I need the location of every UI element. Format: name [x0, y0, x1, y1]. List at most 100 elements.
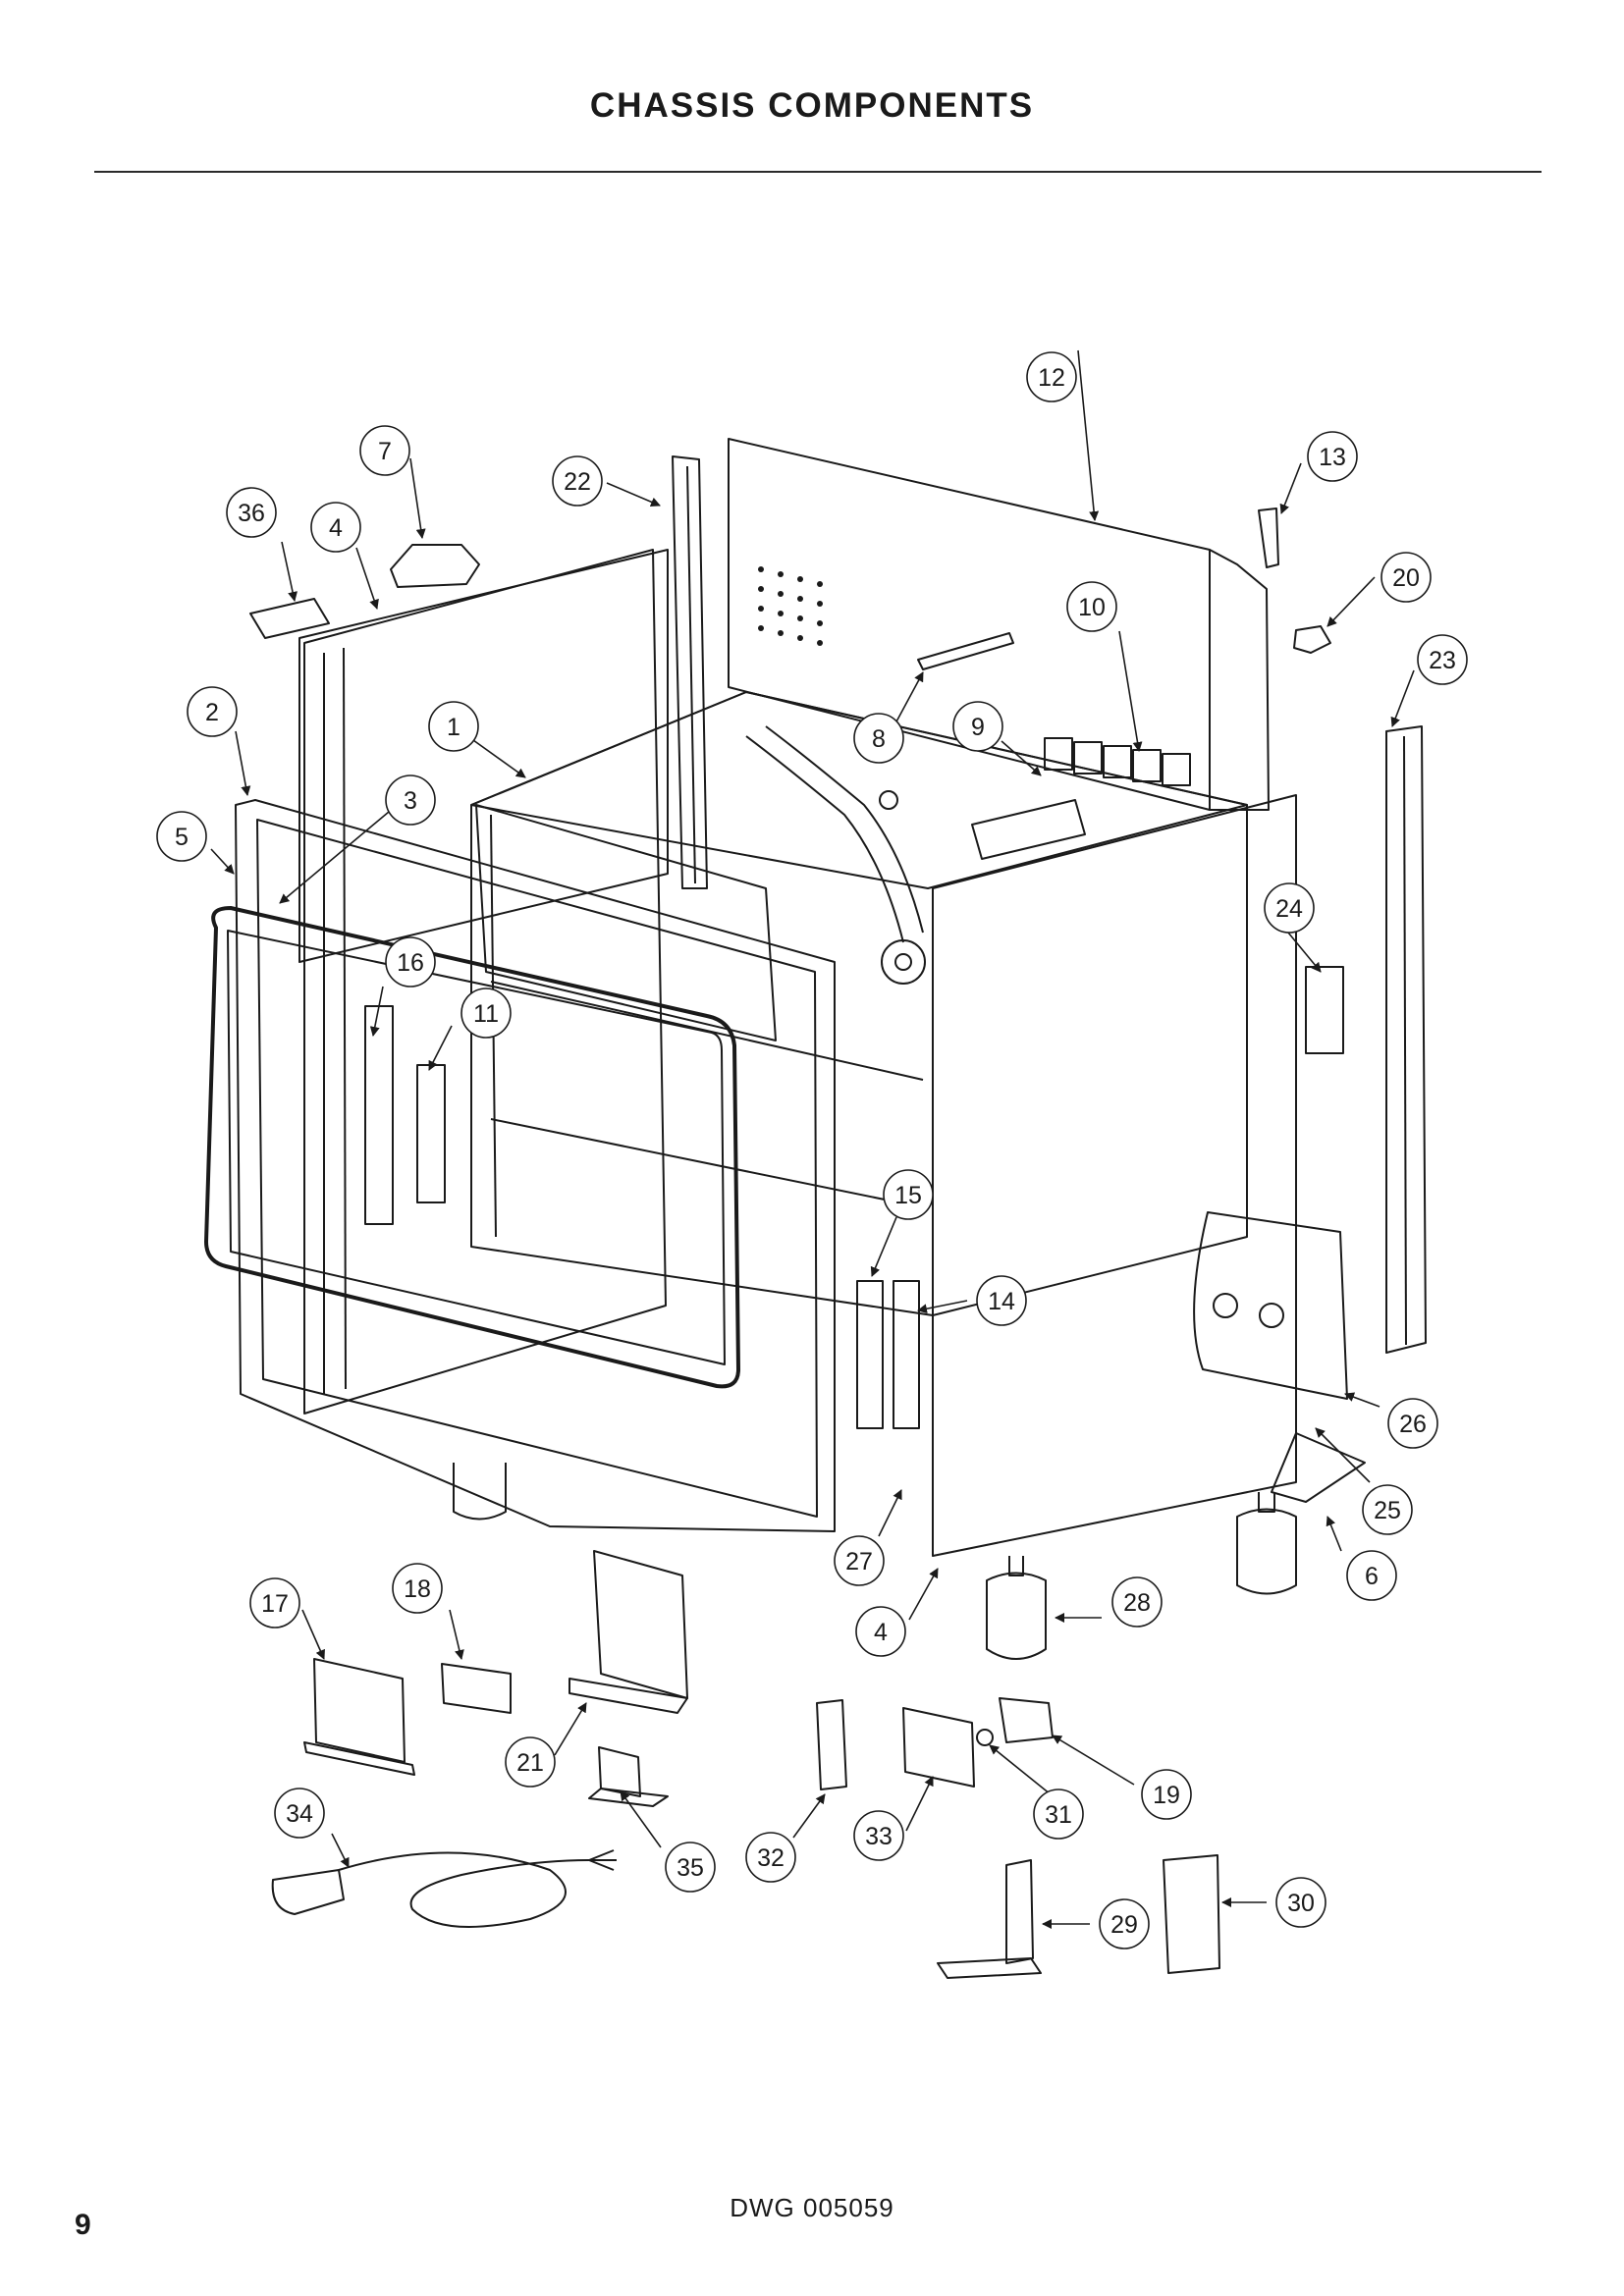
callout-17: 17: [249, 1577, 300, 1629]
foot-28: [986, 1572, 1047, 1660]
terminal-block: [971, 799, 1086, 860]
base-tray: [1271, 1432, 1366, 1503]
right-upright: [1385, 725, 1427, 1354]
callout-4: 4: [310, 502, 361, 553]
bracket-35: [598, 1746, 641, 1797]
callout-10: 10: [1066, 581, 1117, 632]
callout-8: 8: [853, 713, 904, 764]
callout-2: 2: [187, 686, 238, 737]
drawing-number: DWG 005059: [730, 2193, 894, 2222]
callout-36: 36: [226, 487, 277, 538]
svg-text:20: 20: [1392, 564, 1420, 592]
svg-text:23: 23: [1429, 647, 1456, 674]
svg-text:29: 29: [1110, 1911, 1138, 1939]
relay-19: [999, 1697, 1054, 1743]
callout-31: 31: [1033, 1789, 1084, 1840]
svg-text:34: 34: [286, 1800, 313, 1828]
svg-text:2: 2: [205, 699, 219, 726]
callout-15: 15: [883, 1169, 934, 1220]
right-side-panel: [932, 794, 1297, 1557]
callout-24: 24: [1264, 882, 1315, 934]
callout-4-lower: 4: [855, 1606, 906, 1657]
svg-text:30: 30: [1287, 1890, 1315, 1917]
svg-text:14: 14: [988, 1288, 1015, 1315]
plug: [271, 1869, 345, 1915]
svg-text:25: 25: [1374, 1497, 1401, 1524]
callout-3: 3: [385, 774, 436, 826]
top-plate: [470, 691, 1248, 889]
callout-12: 12: [1026, 351, 1077, 402]
power-cord: [338, 1851, 590, 1928]
svg-text:4: 4: [874, 1619, 888, 1646]
callout-35: 35: [665, 1842, 716, 1893]
door-gasket: [204, 906, 740, 1389]
bracket-17: [313, 1658, 406, 1763]
callout-7: 7: [359, 425, 410, 476]
callout-26: 26: [1387, 1398, 1438, 1449]
svg-text:5: 5: [175, 824, 189, 851]
callout-1: 1: [428, 701, 479, 752]
callout-25: 25: [1362, 1484, 1413, 1535]
element-bracket: [390, 544, 480, 588]
callout-16: 16: [385, 936, 436, 988]
svg-text:13: 13: [1319, 444, 1346, 471]
callout-11: 11: [460, 988, 512, 1039]
svg-text:11: 11: [473, 1000, 499, 1028]
callout-21: 21: [505, 1736, 556, 1788]
svg-text:27: 27: [845, 1548, 873, 1575]
callout-22: 22: [552, 455, 603, 507]
callout-14: 14: [976, 1275, 1027, 1326]
plate-33: [902, 1707, 975, 1788]
svg-text:10: 10: [1078, 594, 1106, 621]
svg-text:24: 24: [1275, 895, 1303, 923]
inner-frame: [475, 804, 777, 1041]
svg-text:9: 9: [971, 714, 985, 741]
svg-text:28: 28: [1123, 1589, 1151, 1617]
callout-18: 18: [392, 1563, 443, 1614]
svg-text:35: 35: [677, 1854, 704, 1882]
callout-23: 23: [1417, 634, 1468, 685]
svg-text:36: 36: [238, 500, 265, 527]
top-left-panel: [298, 549, 669, 963]
callout-30: 30: [1275, 1877, 1326, 1928]
callout-28: 28: [1111, 1576, 1163, 1628]
hinge-plate: [364, 1005, 394, 1225]
callout-13: 13: [1307, 431, 1358, 482]
vent-holes: [758, 566, 823, 646]
svg-text:16: 16: [397, 949, 424, 977]
relay-group: [1044, 737, 1191, 786]
switch-32: [816, 1699, 847, 1790]
svg-text:19: 19: [1153, 1782, 1180, 1809]
svg-text:15: 15: [894, 1182, 922, 1209]
callout-33: 33: [853, 1810, 904, 1861]
nut-31: [976, 1729, 994, 1746]
rear-panel-flange: [1209, 549, 1270, 811]
page-title: CHASSIS COMPONENTS: [589, 86, 1035, 125]
svg-text:18: 18: [404, 1575, 431, 1603]
svg-text:8: 8: [872, 725, 886, 753]
svg-text:33: 33: [865, 1823, 893, 1850]
hinge-assembly: [416, 1064, 446, 1203]
title-divider: [94, 171, 1542, 173]
svg-text:6: 6: [1365, 1563, 1379, 1590]
svg-text:3: 3: [404, 787, 417, 815]
callout-20: 20: [1380, 552, 1432, 603]
svg-text:31: 31: [1045, 1801, 1072, 1829]
svg-text:21: 21: [516, 1749, 544, 1777]
small-clip: [1258, 507, 1279, 568]
svg-text:12: 12: [1038, 364, 1065, 392]
svg-text:4: 4: [329, 514, 343, 542]
svg-text:22: 22: [564, 468, 591, 496]
svg-text:17: 17: [261, 1590, 289, 1618]
bracket-21: [593, 1550, 688, 1699]
bracket-30: [1163, 1854, 1220, 1974]
left-side-frame: [303, 549, 667, 1415]
side-bracket: [1305, 966, 1344, 1054]
callout-6: 6: [1346, 1550, 1397, 1601]
bracket-18: [441, 1663, 512, 1714]
svg-text:26: 26: [1399, 1411, 1427, 1438]
support-bar: [917, 632, 1014, 670]
mounting-plate: [249, 598, 330, 639]
callout-19: 19: [1141, 1769, 1192, 1820]
front-frame: [235, 799, 836, 1532]
